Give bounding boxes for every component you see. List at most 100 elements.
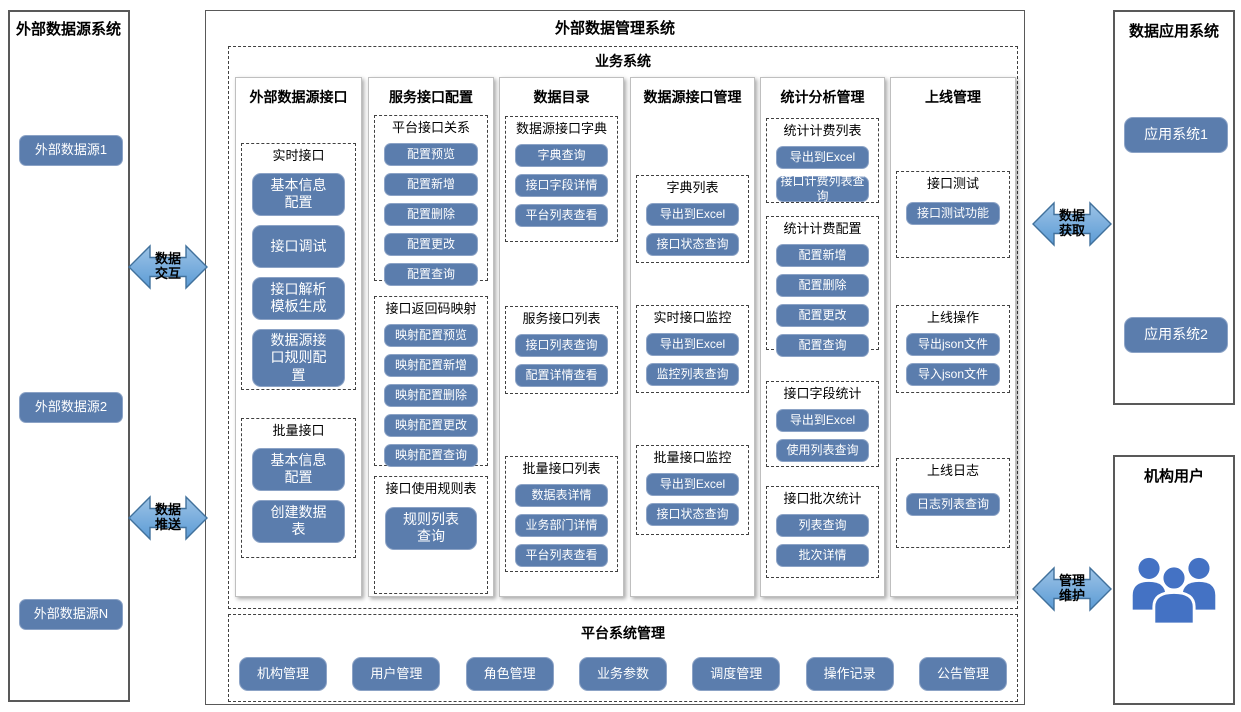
feature-button[interactable]: 监控列表查询 xyxy=(646,362,739,386)
feature-group: 服务接口列表接口列表查询配置详情查看 xyxy=(505,306,618,394)
feature-group-title: 服务接口列表 xyxy=(522,311,601,326)
feature-button[interactable]: 导出json文件 xyxy=(906,332,1000,356)
arrow-label-line: 获取 xyxy=(1058,223,1085,238)
module-column: 上线管理接口测试接口测试功能上线操作导出json文件导入json文件上线日志日志… xyxy=(890,77,1016,597)
external-source-button[interactable]: 外部数据源2 xyxy=(19,392,123,423)
feature-button[interactable]: 基本信息配置 xyxy=(252,447,345,491)
right-bottom-panel-title: 机构用户 xyxy=(1143,468,1204,485)
feature-group: 平台接口关系配置预览配置新增配置删除配置更改配置查询 xyxy=(374,115,488,286)
feature-group: 数据源接口字典字典查询接口字段详情平台列表查看 xyxy=(505,116,618,242)
application-system-button[interactable]: 应用系统1 xyxy=(1124,117,1228,153)
application-system-button[interactable]: 应用系统2 xyxy=(1124,317,1228,353)
business-system-box: 业务系统 外部数据源接口实时接口基本信息配置接口调试接口解析模板生成数据源接口规… xyxy=(228,46,1018,609)
left-panel-title: 外部数据源系统 xyxy=(16,21,122,38)
arrow-label-line: 数据 xyxy=(154,502,181,518)
feature-button[interactable]: 映射配置删除 xyxy=(384,383,478,407)
external-source-button[interactable]: 外部数据源1 xyxy=(19,135,123,166)
external-data-management-system-panel: 外部数据管理系统 业务系统 外部数据源接口实时接口基本信息配置接口调试接口解析模… xyxy=(205,10,1025,705)
feature-button[interactable]: 配置删除 xyxy=(384,202,478,226)
feature-group-title: 接口批次统计 xyxy=(783,491,862,506)
feature-button[interactable]: 接口字段详情 xyxy=(515,173,608,197)
feature-button[interactable]: 映射配置查询 xyxy=(384,443,478,467)
arrow-manage-maintain: 管理维护 xyxy=(1032,565,1112,613)
feature-button[interactable]: 使用列表查询 xyxy=(776,438,869,462)
feature-button[interactable]: 配置新增 xyxy=(384,172,478,196)
feature-button[interactable]: 映射配置新增 xyxy=(384,353,478,377)
arrow-label-line: 数据 xyxy=(1058,208,1085,224)
users-icon xyxy=(1126,552,1222,632)
arrow-label: 数据获取 xyxy=(1032,200,1112,248)
platform-button[interactable]: 机构管理 xyxy=(239,657,327,691)
feature-button[interactable]: 导出到Excel xyxy=(646,202,739,226)
feature-button[interactable]: 导出到Excel xyxy=(646,332,739,356)
feature-button[interactable]: 接口状态查询 xyxy=(646,502,739,526)
feature-button[interactable]: 创建数据表 xyxy=(252,499,345,543)
feature-button[interactable]: 数据表详情 xyxy=(515,483,608,507)
feature-button[interactable]: 平台列表查看 xyxy=(515,543,608,567)
feature-button[interactable]: 映射配置预览 xyxy=(384,323,478,347)
feature-group-title: 接口字段统计 xyxy=(783,386,862,401)
feature-button[interactable]: 接口调试 xyxy=(252,224,345,268)
platform-button[interactable]: 业务参数 xyxy=(578,657,667,691)
feature-group-title: 数据源接口字典 xyxy=(515,121,607,136)
feature-button[interactable]: 接口状态查询 xyxy=(646,232,739,256)
external-data-source-system-panel: 外部数据源系统 外部数据源1 外部数据源2 外部数据源N xyxy=(8,10,130,702)
feature-group: 实时接口监控导出到Excel 监控列表查询 xyxy=(636,305,749,393)
feature-button[interactable]: 配置删除 xyxy=(776,273,869,297)
module-column-title: 统计分析管理 xyxy=(780,89,865,105)
feature-button[interactable]: 平台列表查看 xyxy=(515,203,608,227)
feature-button[interactable]: 配置预览 xyxy=(384,142,478,166)
feature-group-title: 实时接口监控 xyxy=(653,310,732,325)
feature-button[interactable]: 批次详情 xyxy=(776,543,869,567)
feature-button[interactable]: 导出到Excel xyxy=(646,472,739,496)
arrow-label-line: 交互 xyxy=(154,266,181,281)
platform-buttons-row: 机构管理用户管理角色管理业务参数调度管理操作记录公告管理 xyxy=(239,657,1007,691)
double-arrow-icon xyxy=(128,495,208,541)
feature-button[interactable]: 业务部门详情 xyxy=(515,513,608,537)
feature-button[interactable]: 接口解析模板生成 xyxy=(252,276,345,320)
feature-group-title: 上线日志 xyxy=(926,463,979,478)
feature-group: 批量接口监控导出到Excel 接口状态查询 xyxy=(636,445,749,535)
main-panel-title: 外部数据管理系统 xyxy=(554,20,675,37)
feature-button[interactable]: 接口列表查询 xyxy=(515,333,608,357)
feature-button[interactable]: 接口计费列表查询 xyxy=(776,174,869,203)
feature-button[interactable]: 基本信息配置 xyxy=(252,172,345,216)
feature-group-title: 统计计费配置 xyxy=(783,221,862,236)
feature-button[interactable]: 配置更改 xyxy=(776,303,869,327)
feature-button[interactable]: 日志列表查询 xyxy=(906,492,1000,516)
platform-button[interactable]: 公告管理 xyxy=(918,657,1007,691)
feature-button[interactable]: 映射配置更改 xyxy=(384,413,478,437)
feature-button[interactable]: 配置查询 xyxy=(384,262,478,286)
platform-button[interactable]: 调度管理 xyxy=(692,657,781,691)
feature-button[interactable]: 导出到Excel xyxy=(776,145,869,169)
feature-button[interactable]: 接口测试功能 xyxy=(906,201,1000,225)
feature-button[interactable]: 导出到Excel xyxy=(776,408,869,432)
feature-button[interactable]: 配置详情查看 xyxy=(515,363,608,387)
module-column: 数据目录数据源接口字典字典查询接口字段详情平台列表查看服务接口列表接口列表查询配… xyxy=(499,77,624,597)
feature-button[interactable]: 规则列表查询 xyxy=(385,506,477,550)
feature-group-title: 批量接口监控 xyxy=(653,450,732,465)
feature-button[interactable]: 字典查询 xyxy=(515,143,608,167)
feature-button[interactable]: 导入json文件 xyxy=(906,362,1000,386)
feature-group: 批量接口列表数据表详情业务部门详情平台列表查看 xyxy=(505,456,618,572)
feature-button[interactable]: 配置更改 xyxy=(384,232,478,256)
feature-button[interactable]: 数据源接口规则配置 xyxy=(252,328,345,388)
business-system-title: 业务系统 xyxy=(595,53,651,69)
feature-group-title: 上线操作 xyxy=(926,310,979,325)
feature-group: 上线操作导出json文件导入json文件 xyxy=(896,305,1010,393)
module-column-title: 服务接口配置 xyxy=(389,89,473,105)
platform-button[interactable]: 操作记录 xyxy=(805,657,894,691)
module-column-title: 数据目录 xyxy=(533,89,590,105)
feature-group: 批量接口基本信息配置创建数据表 xyxy=(241,418,356,558)
feature-button[interactable]: 配置新增 xyxy=(776,243,869,267)
external-source-button[interactable]: 外部数据源N xyxy=(19,599,123,630)
feature-group: 接口返回码映射映射配置预览映射配置新增映射配置删除映射配置更改映射配置查询 xyxy=(374,296,488,467)
arrow-data-fetch: 数据获取 xyxy=(1032,200,1112,248)
feature-button[interactable]: 配置查询 xyxy=(776,333,869,357)
platform-button[interactable]: 用户管理 xyxy=(352,657,441,691)
institution-users-panel: 机构用户 xyxy=(1113,455,1235,705)
arrow-label-line: 管理 xyxy=(1058,573,1085,589)
feature-button[interactable]: 列表查询 xyxy=(776,513,869,537)
platform-button[interactable]: 角色管理 xyxy=(465,657,554,691)
